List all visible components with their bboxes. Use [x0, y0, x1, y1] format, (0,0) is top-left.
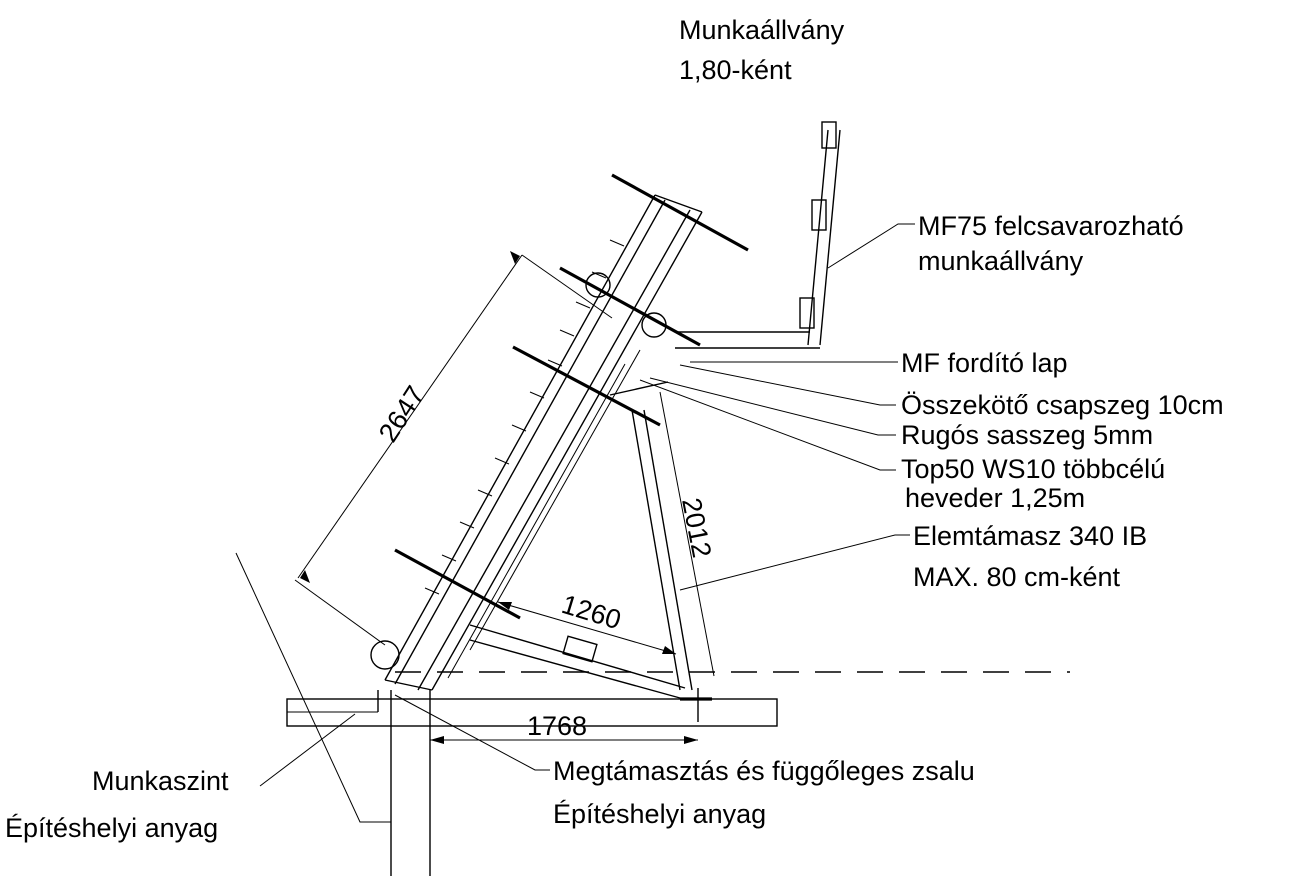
dim-2012-text: 2012 [676, 495, 717, 560]
label-mf75-line1: MF75 felcsavarozható [918, 211, 1184, 241]
label-waler-line1: Top50 WS10 többcélú [901, 454, 1165, 484]
push-pull-prop [609, 381, 693, 691]
dim-2647-text: 2647 [373, 381, 431, 448]
dim-1260-text: 1260 [558, 589, 624, 635]
walers [370, 173, 749, 670]
dim-1768-text: 1768 [527, 711, 587, 741]
label-working-level: Munkaszint [92, 766, 229, 796]
label-prop-line2: MAX. 80 cm-ként [913, 562, 1121, 592]
label-waler-line2: heveder 1,25m [905, 483, 1085, 513]
label-mf-plate: MF fordító lap [901, 348, 1068, 378]
label-support-formwork: Megtámasztás és függőleges zsalu [553, 756, 975, 786]
leader-lines [235, 223, 915, 823]
label-site-material-left: Építéshelyi anyag [5, 813, 218, 843]
inclined-formwork [384, 194, 703, 691]
label-scaffold-title: Munkaállvány [679, 15, 845, 45]
label-spring-pin: Rugós sasszeg 5mm [901, 420, 1153, 450]
ground-anchor [680, 688, 712, 722]
label-mf75-line2: munkaállvány [918, 246, 1084, 276]
dim-1260: 1260 [497, 589, 677, 655]
dim-1768: 1768 [430, 711, 698, 744]
slab [286, 690, 778, 876]
brace [469, 624, 686, 699]
dim-2012: 2012 [659, 391, 717, 677]
label-scaffold-spacing: 1,80-ként [679, 55, 792, 85]
label-prop-line1: Elemtámasz 340 IB [913, 521, 1147, 551]
dim-2647: 2647 [294, 251, 613, 646]
label-site-material-right: Építéshelyi anyag [553, 799, 766, 829]
label-connector-pin: Összekötő csapszeg 10cm [901, 390, 1224, 420]
mf75-scaffold [675, 121, 841, 349]
